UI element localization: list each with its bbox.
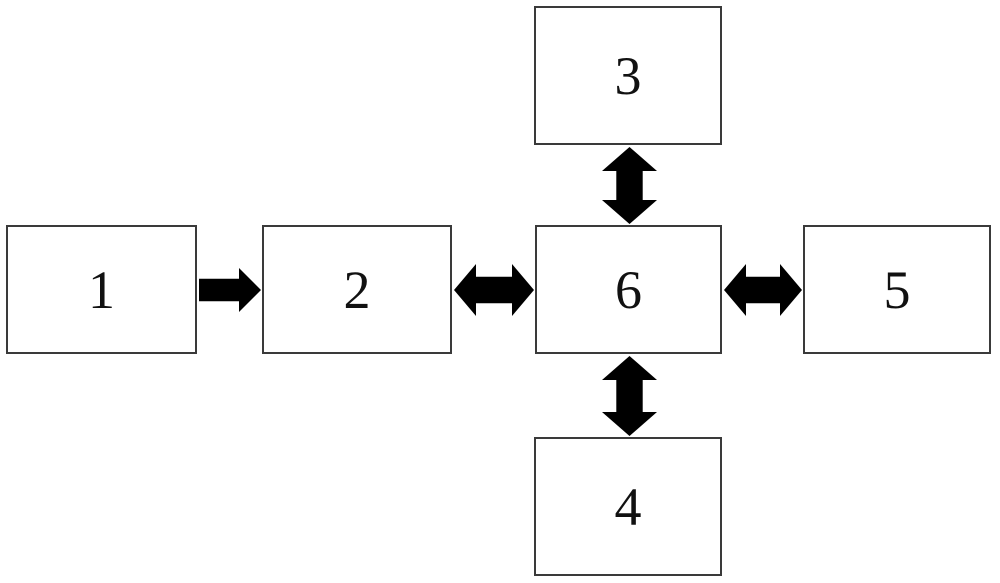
block-label: 5 <box>883 259 911 320</box>
block-label: 1 <box>88 259 115 320</box>
double-arrow-3-6 <box>602 147 657 224</box>
double-arrow-2-6 <box>454 264 534 316</box>
arrow-glyph-icon <box>602 147 657 224</box>
arrow-glyph-icon <box>602 356 657 436</box>
arrow-glyph-icon <box>199 268 261 312</box>
arrow-1-to-2 <box>199 268 261 312</box>
double-arrow-6-5 <box>724 264 802 316</box>
block-label: 3 <box>614 45 642 106</box>
block-1: 1 <box>6 225 197 354</box>
block-label: 2 <box>343 259 371 320</box>
arrow-glyph-icon <box>454 264 534 316</box>
block-3: 3 <box>534 6 722 145</box>
double-arrow-6-4 <box>602 356 657 436</box>
block-4: 4 <box>534 437 722 576</box>
block-2: 2 <box>262 225 452 354</box>
block-label: 6 <box>615 259 642 320</box>
arrow-glyph-icon <box>724 264 802 316</box>
block-5: 5 <box>803 225 991 354</box>
block-label: 4 <box>614 476 642 537</box>
block-6: 6 <box>535 225 722 354</box>
